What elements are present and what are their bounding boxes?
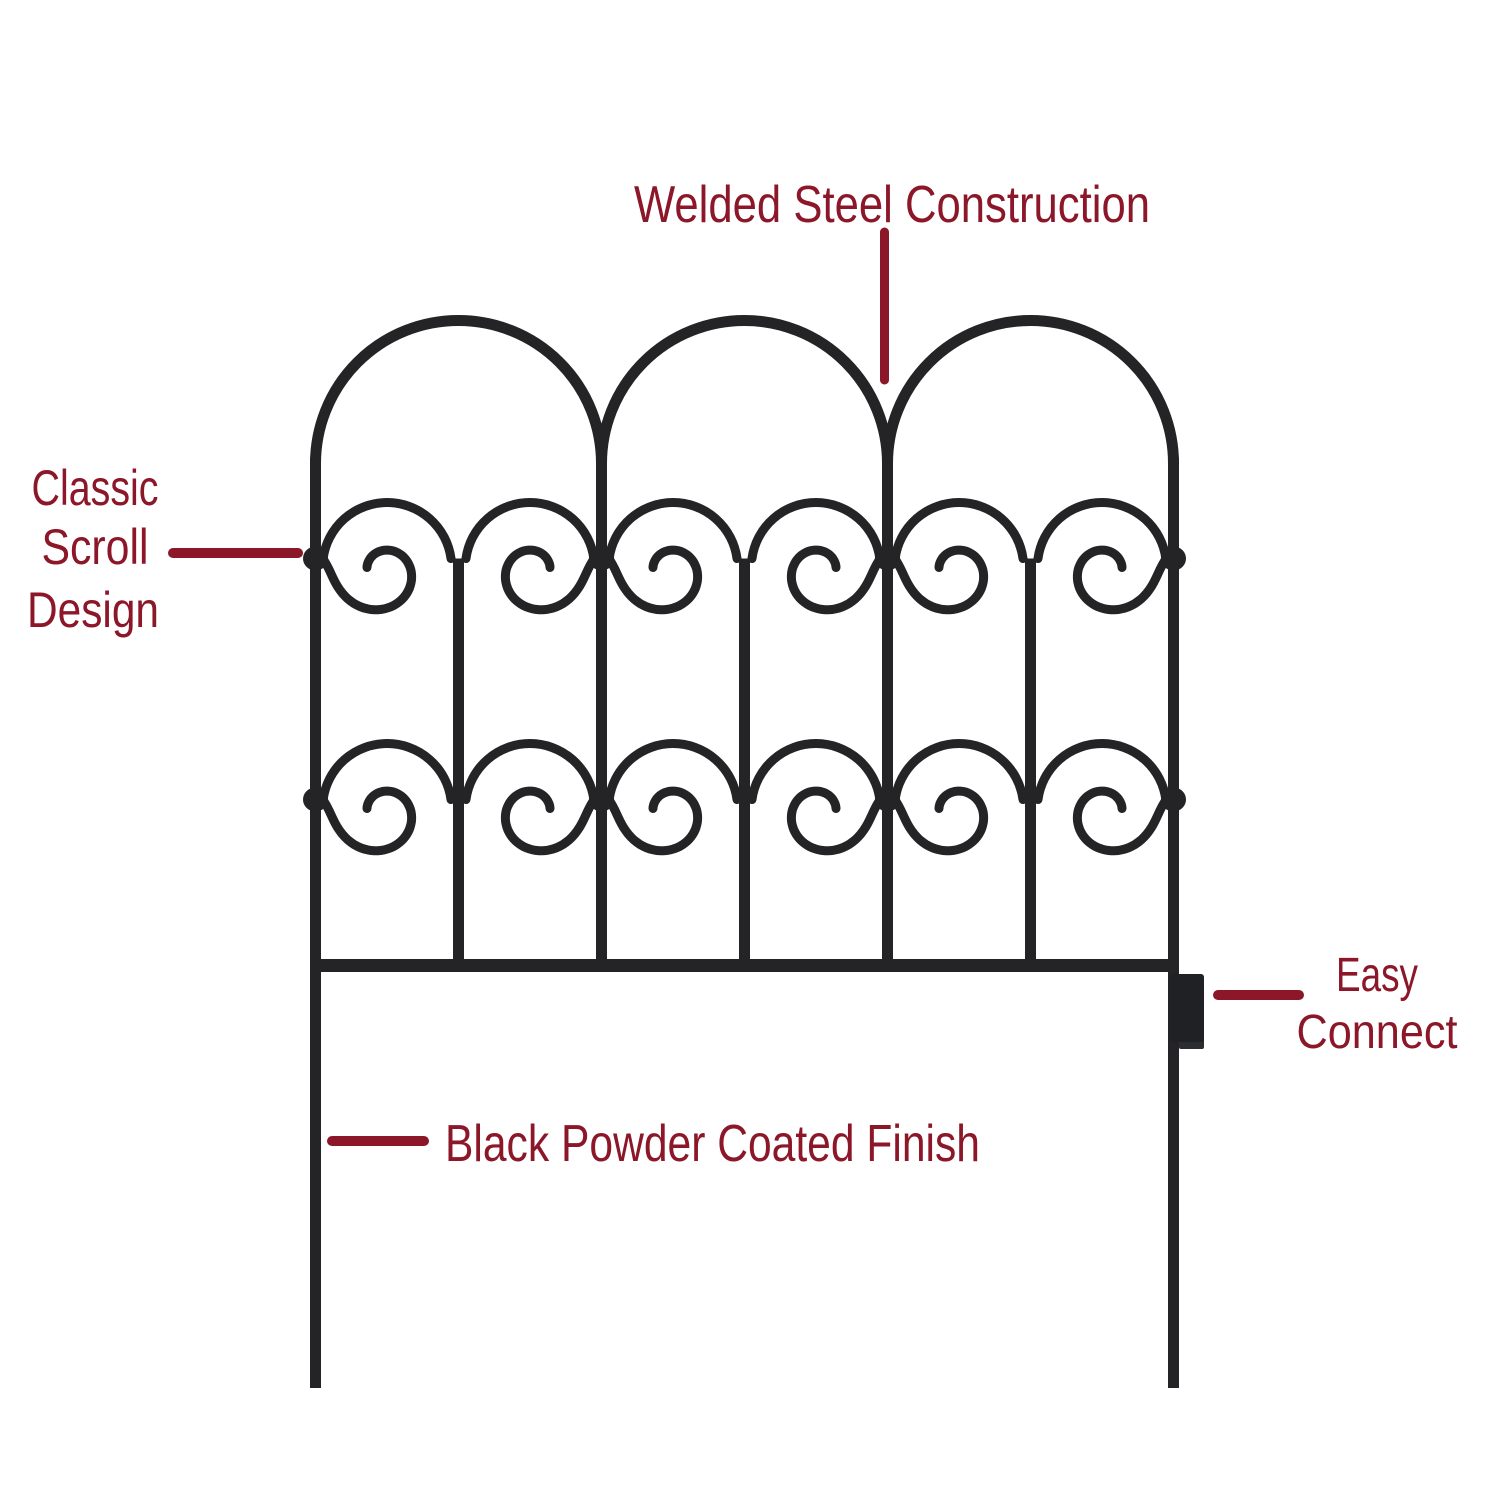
svg-text:Design: Design	[27, 582, 159, 638]
svg-text:Connect: Connect	[1297, 1005, 1458, 1059]
svg-text:Welded Steel Construction: Welded Steel Construction	[634, 176, 1150, 234]
svg-text:Scroll: Scroll	[42, 519, 149, 575]
svg-text:Black Powder Coated Finish: Black Powder Coated Finish	[445, 1115, 980, 1173]
svg-text:Easy: Easy	[1336, 948, 1419, 1002]
svg-text:Classic: Classic	[32, 460, 159, 516]
